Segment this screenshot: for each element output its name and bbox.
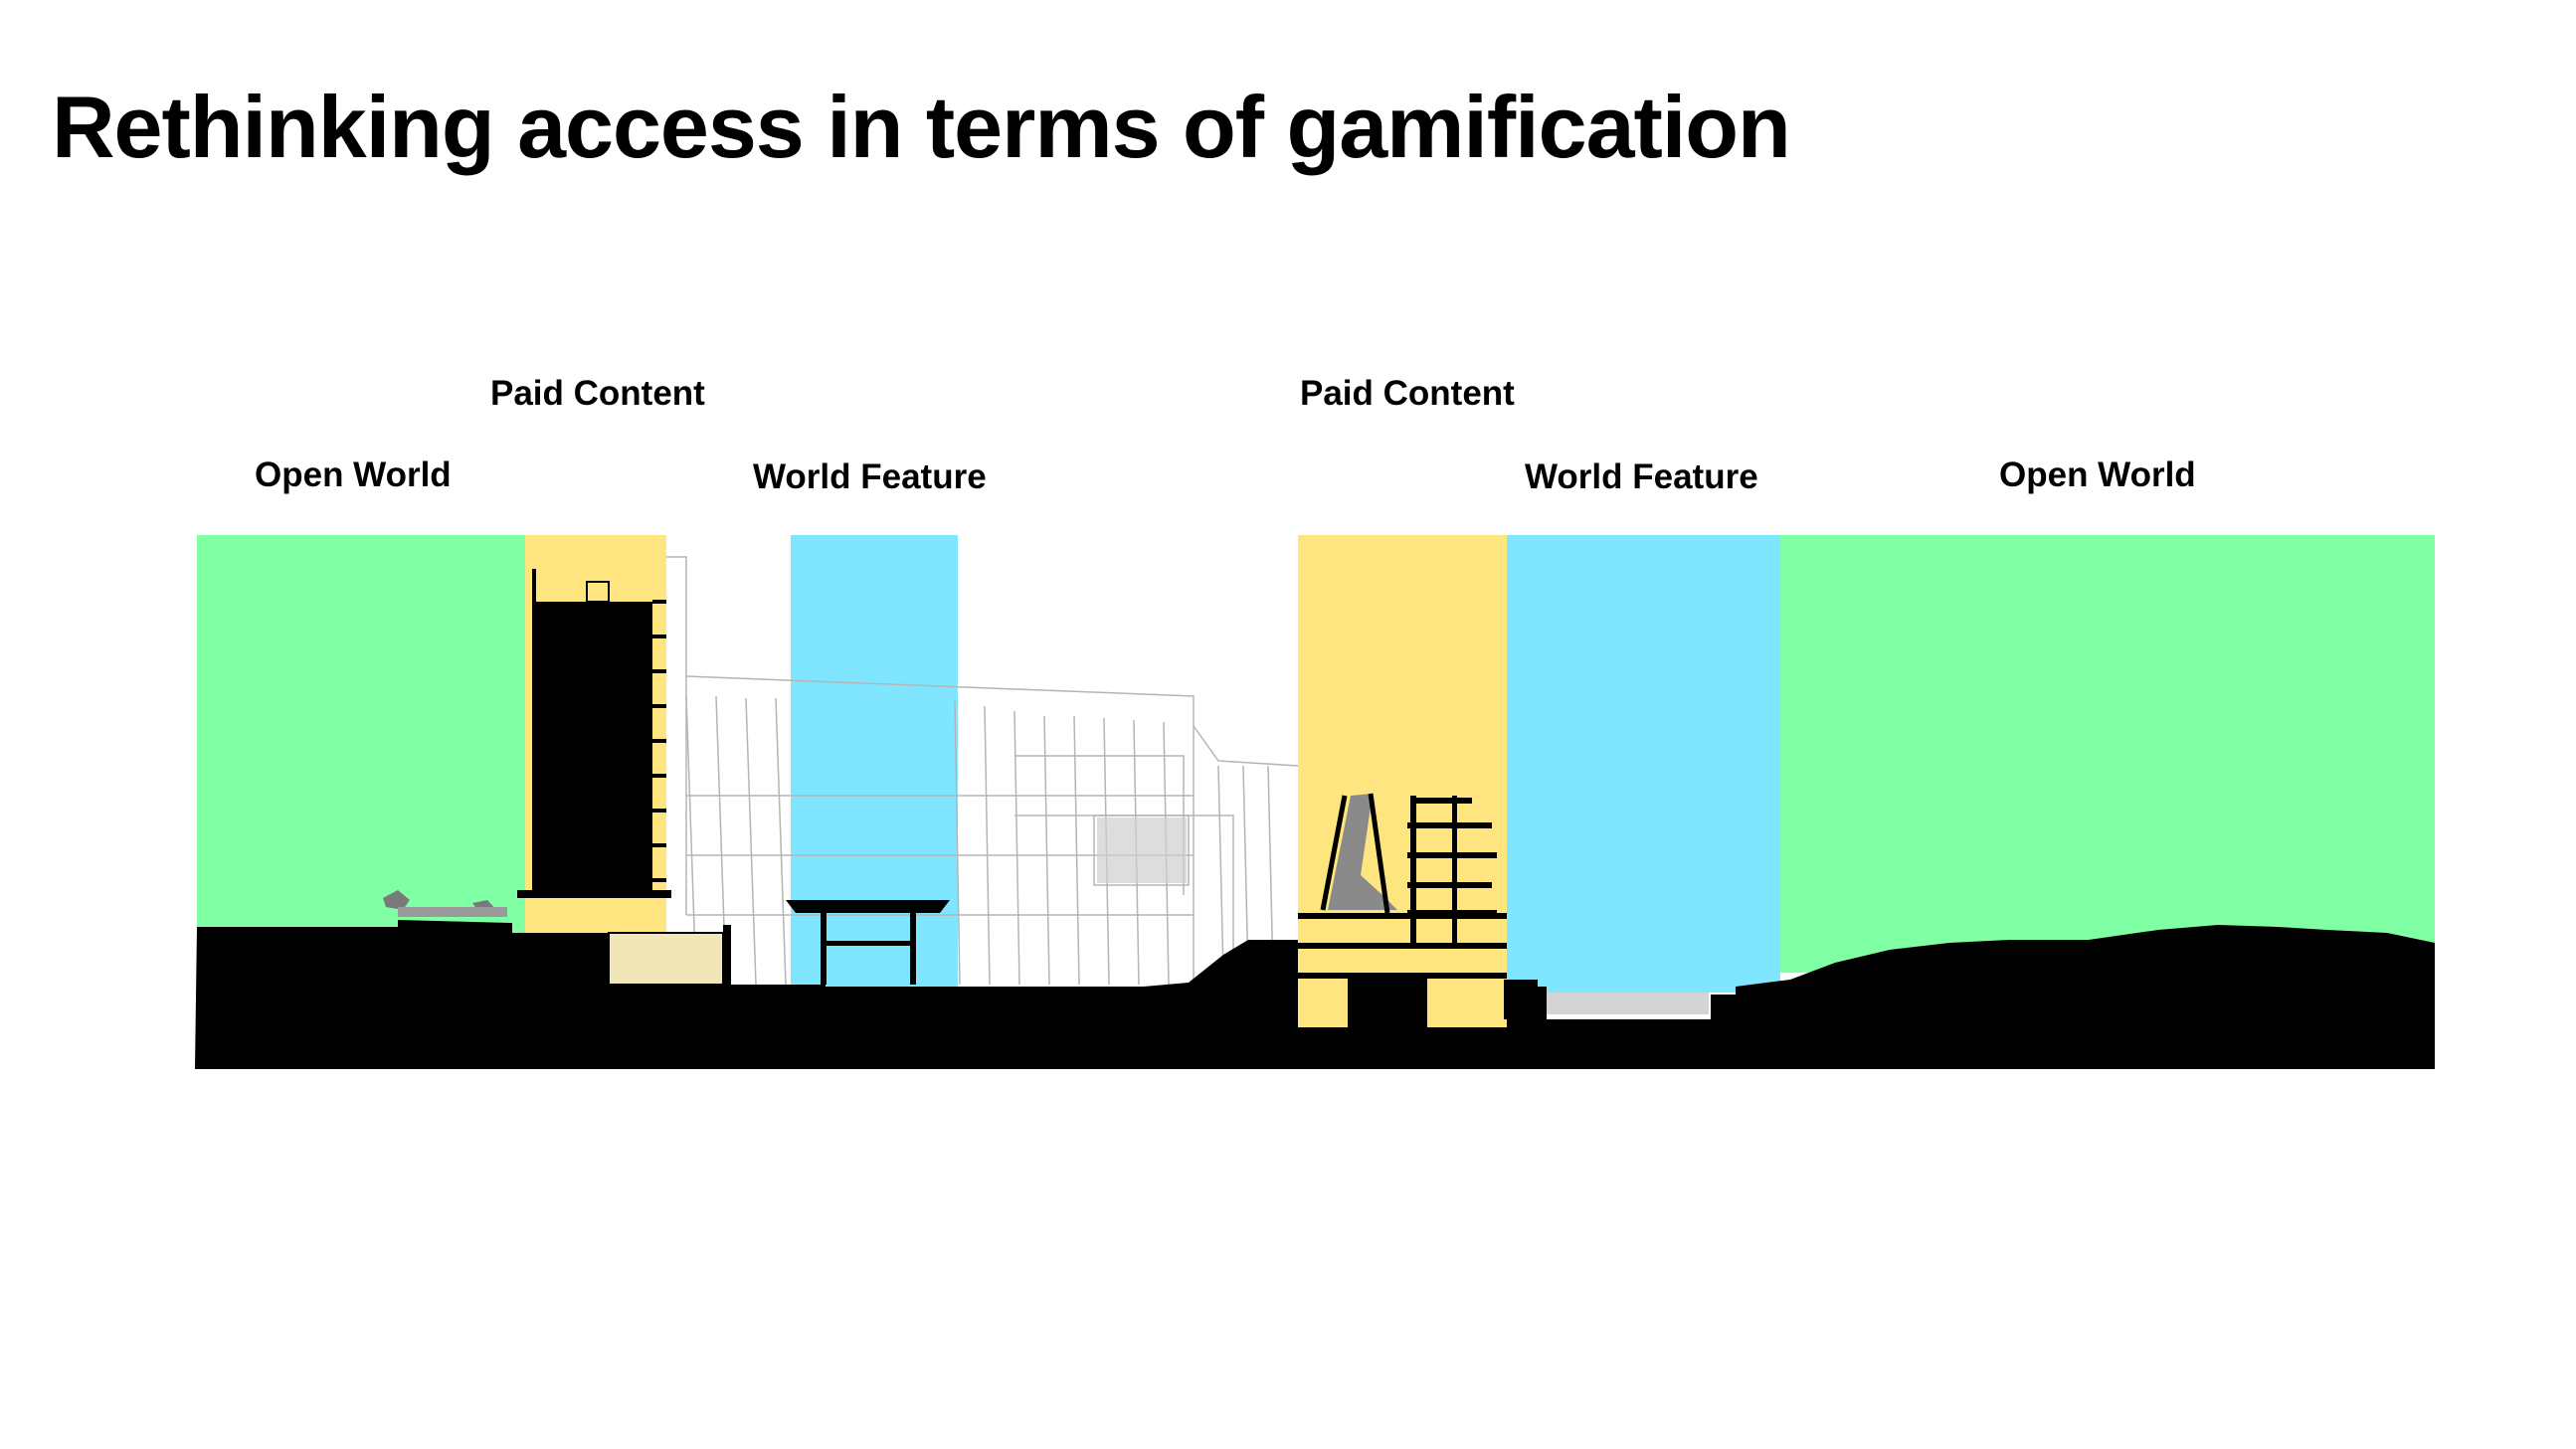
zone-world-feature-left — [791, 535, 958, 987]
label-paid-content-left: Paid Content — [490, 374, 705, 413]
building-linework — [666, 556, 1299, 986]
zone-world-feature-right — [1507, 535, 1780, 993]
zone-open-world-left — [197, 535, 525, 933]
label-paid-content-right: Paid Content — [1300, 374, 1515, 413]
terrain-detail-left — [383, 890, 507, 917]
zone-paid-content-right — [1298, 535, 1507, 1027]
building-right — [1298, 793, 1538, 1028]
pool — [1545, 993, 1709, 1014]
label-world-feature-right: World Feature — [1525, 457, 1758, 496]
tower-left — [517, 569, 724, 986]
slide-title: Rethinking access in terms of gamificati… — [52, 78, 1791, 176]
label-open-world-right: Open World — [1999, 455, 2196, 494]
label-world-feature-left: World Feature — [753, 457, 987, 496]
ground-section — [195, 920, 2435, 1069]
glazed-panel — [1097, 817, 1187, 883]
zone-open-world-right — [1780, 535, 2435, 973]
label-open-world-left: Open World — [255, 455, 452, 494]
canopy-pavilion — [786, 900, 950, 985]
